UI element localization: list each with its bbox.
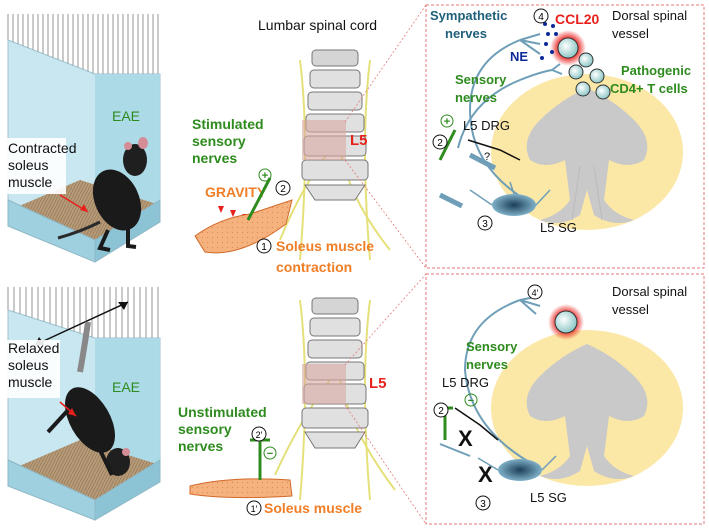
mouse-contracted: [57, 137, 148, 252]
sympathetic-ganglion-top: [469, 181, 551, 216]
num2-circle-top: [275, 180, 291, 196]
cage-label-top: EAE: [112, 108, 140, 124]
muscle-label-bottom: Soleus muscle: [264, 500, 362, 516]
num1-circle-bottom: [246, 500, 262, 516]
ccl20-dots: [540, 22, 558, 60]
unstim-label-1: Unstimulated: [178, 404, 267, 420]
x-mark-2: X: [478, 462, 493, 487]
sympathetic-nerve-top: [468, 33, 541, 207]
stim-label-2: sensory: [192, 133, 246, 149]
drg-label-bottom: L5 DRG: [442, 375, 489, 390]
cord-cross-section-top: [491, 74, 683, 230]
ne-label: NE: [510, 49, 528, 64]
zoom-lines-bottom: [344, 273, 427, 525]
cord-cross-section-bottom: [491, 330, 683, 486]
mouse-label-bottom-1: Relaxed: [8, 340, 59, 356]
l5-label-top: L5: [350, 132, 368, 149]
muscle-label-top-2: contraction: [276, 259, 352, 275]
sensory-nerve-top: [246, 177, 272, 221]
sympathetic-ganglion-bottom: [477, 455, 557, 481]
plus-sign-panel-top: +: [444, 116, 450, 128]
unstim-label-3: nerves: [178, 438, 223, 454]
sg-label-bottom: L5 SG: [530, 490, 567, 505]
num3-bottom: 3: [480, 499, 486, 510]
x-mark-1: X: [458, 426, 473, 451]
cage-label-bottom: EAE: [112, 379, 140, 395]
minus-circle-bottom: [263, 446, 277, 460]
spinal-cord-bottom: [274, 297, 396, 501]
num1-bottom: 1′: [251, 504, 258, 514]
dorsal-label-bottom-2: vessel: [612, 302, 649, 317]
dorsal-label-top-2: vessel: [612, 26, 649, 41]
mouse-label-top-3: muscle: [8, 174, 53, 190]
num1-circle-top: [256, 238, 272, 254]
pathogenic-t-cells: [550, 30, 611, 100]
sensory-nerve-panel-top: [457, 63, 563, 149]
soleus-muscle-contracted: [194, 199, 293, 254]
num1-top: 1: [261, 242, 267, 253]
unstim-label-2: sensory: [178, 421, 232, 437]
minus-panel-bottom: −: [468, 395, 474, 407]
num4-top: 4: [538, 12, 544, 23]
sympathetic-label-1: Sympathetic: [430, 8, 507, 23]
sg-label-top: L5 SG: [540, 220, 577, 235]
dorsal-label-bottom-1: Dorsal spinal: [612, 284, 687, 299]
num2-panel-top: 2: [437, 138, 443, 149]
suspension-bar: [34, 301, 129, 346]
num3-circle-top: [477, 215, 493, 231]
sensory-label-top-2: nerves: [455, 90, 497, 105]
num2-circle-panel-bottom: [433, 402, 449, 418]
sensory-label-bottom-1: Sensory: [466, 339, 518, 354]
num3-circle-bottom: [475, 495, 491, 511]
num2-circle-panel-top: [432, 134, 448, 150]
dorsal-label-top-1: Dorsal spinal: [612, 8, 687, 23]
cage-bars-bottom: [7, 287, 159, 338]
soleus-muscle-relaxed: [189, 478, 293, 499]
num2-panel-bottom: 2: [438, 406, 444, 417]
t-cell-bottom: [548, 304, 584, 340]
gravity-label: GRAVITY: [205, 184, 267, 200]
zoom-lines-top: [344, 4, 427, 269]
pathogenic-label-1: Pathogenic: [621, 63, 691, 78]
num3-top: 3: [482, 219, 488, 230]
sensory-label-top-1: Sensory: [455, 72, 507, 87]
num4-bottom: 4′: [532, 288, 539, 298]
cage-bars-top: [7, 14, 159, 74]
muscle-label-top-1: Soleus muscle: [276, 238, 374, 254]
mouse-label-top-1: Contracted: [8, 140, 76, 156]
pathogenic-label-2: CD4+ T cells: [610, 81, 688, 96]
l5-label-bottom: L5: [369, 375, 387, 392]
plus-circle-top: [258, 168, 272, 182]
mouse-label-bottom-3: muscle: [8, 374, 53, 390]
sympathetic-label-2: nerves: [445, 26, 487, 41]
num2-circle-bottom: [251, 426, 267, 442]
mouse-label-bottom-2: soleus: [8, 357, 48, 373]
spinal-cord-top: [279, 49, 391, 261]
stim-label-3: nerves: [192, 150, 237, 166]
num4-circle-top: [533, 8, 549, 24]
stim-label-1: Stimulated: [192, 116, 264, 132]
num2-top: 2: [280, 184, 286, 195]
num4-circle-bottom: [527, 284, 543, 300]
sensory-label-bottom-2: nerves: [466, 357, 508, 372]
drg-top: [438, 114, 521, 209]
mouse-label-top-2: soleus: [8, 157, 48, 173]
nerve-panel-bottom: [439, 295, 541, 467]
plus-sign-top: +: [262, 170, 268, 182]
mouse-relaxed: [46, 321, 130, 476]
minus-circle-panel-bottom: [464, 393, 478, 407]
drg-label-top: L5 DRG: [463, 118, 510, 133]
question-mark: ?: [484, 151, 490, 163]
num2-bottom: 2′: [256, 430, 263, 440]
ccl20-label: CCL20: [555, 11, 600, 27]
spine-title: Lumbar spinal cord: [258, 17, 377, 33]
minus-sign-bottom: −: [267, 448, 273, 460]
